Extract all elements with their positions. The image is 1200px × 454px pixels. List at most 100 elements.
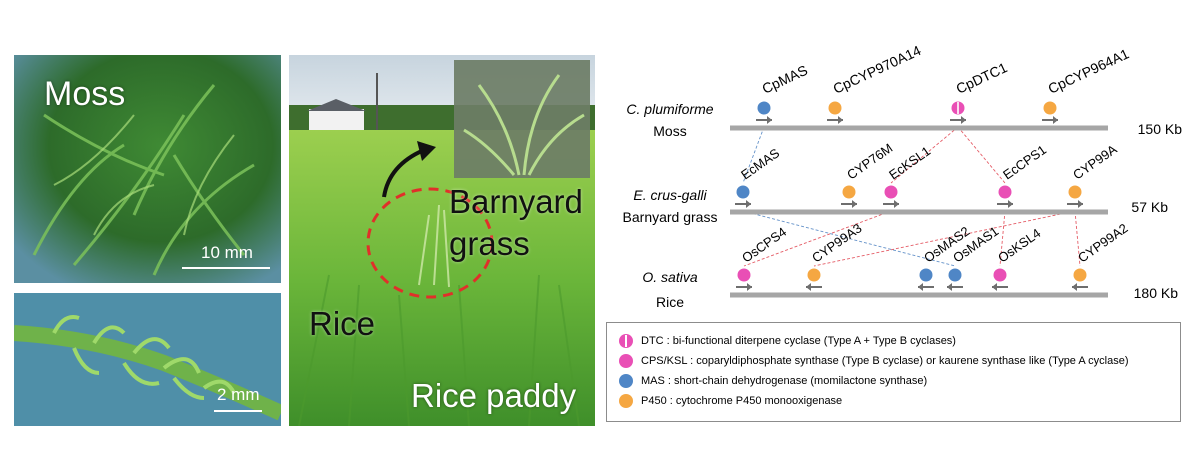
gene-label: CYP99A xyxy=(1070,141,1120,182)
arrow-head-icon xyxy=(992,283,997,291)
arrow-head-icon xyxy=(947,283,952,291)
synteny-link xyxy=(957,126,1006,184)
gene-label: EcKSL1 xyxy=(886,143,933,182)
moss-closeup-photo: 2 mm xyxy=(14,293,281,426)
mas-dot-icon xyxy=(619,374,633,388)
legend-text-mas: MAS : short-chain dehydrogenase (momilac… xyxy=(641,375,928,387)
gene-dot-icon xyxy=(842,185,856,199)
gene-dot-icon xyxy=(737,268,751,282)
rice-label: Rice xyxy=(309,305,376,342)
gene-dot-icon xyxy=(1073,268,1087,282)
gene-label: CYP99A3 xyxy=(809,220,864,265)
cluster-size: 180 Kb xyxy=(1134,285,1179,301)
gene-cpcyp970a14: CpCYP970A14 xyxy=(827,42,924,124)
moss-photo: Moss 10 mm xyxy=(14,55,281,283)
legend-text-dtc: DTC : bi-functional diterpene cyclase (T… xyxy=(641,335,956,347)
species-name: O. sativa xyxy=(642,269,697,285)
species-name: E. crus-galli xyxy=(633,187,707,203)
legend-item-mas: MAS : short-chain dehydrogenase (momilac… xyxy=(619,371,1180,391)
p450-dot-icon xyxy=(619,394,633,408)
arrow-head-icon xyxy=(894,200,899,208)
gene-dot-icon xyxy=(1068,185,1082,199)
gene-dot-icon xyxy=(919,268,933,282)
gene-cpmas: CpMAS xyxy=(756,62,810,124)
species-name: C. plumiforme xyxy=(626,101,713,117)
gene-dot-icon xyxy=(1043,101,1057,115)
synteny-link xyxy=(999,210,1006,267)
moss-scale-bar xyxy=(182,267,270,269)
gene-oscps4: OsCPS4 xyxy=(736,224,789,291)
synteny-link xyxy=(742,210,956,267)
arrow-head-icon xyxy=(746,200,751,208)
gene-cpdtc1: CpDTC1 xyxy=(950,59,1010,124)
cluster-size: 57 Kb xyxy=(1131,199,1168,215)
gene-label: CpCYP970A14 xyxy=(831,42,924,97)
arrow-head-icon xyxy=(918,283,923,291)
arrow-head-icon xyxy=(1008,200,1013,208)
gene-label: EcMAS xyxy=(738,145,782,182)
gene-dot-icon xyxy=(948,268,962,282)
gene-dot-icon xyxy=(807,268,821,282)
synteny-link xyxy=(1074,210,1081,267)
gene-cyp99a: CYP99A xyxy=(1067,141,1120,208)
gene-label: EcCPS1 xyxy=(1000,142,1049,182)
gene-label: CpCYP964A1 xyxy=(1046,45,1132,96)
moss-closeup-scale-bar xyxy=(214,410,262,412)
arrow-head-icon xyxy=(747,283,752,291)
arrow-head-icon xyxy=(852,200,857,208)
legend-text-cps-ksl: CPS/KSL : coparyldiphosphate synthase (T… xyxy=(641,355,1129,367)
gene-cyp76m: CYP76M xyxy=(841,140,895,208)
dtc-dot-icon xyxy=(619,334,633,348)
legend-item-p450: P450 : cytochrome P450 monooxigenase xyxy=(619,391,1180,411)
barnyard-label-line2: grass xyxy=(449,225,530,262)
synteny-link xyxy=(890,126,959,184)
gene-label: CYP76M xyxy=(844,140,895,182)
moss-closeup-image xyxy=(14,293,281,426)
cluster-size: 150 Kb xyxy=(1138,121,1183,137)
gene-label: OsKSL4 xyxy=(995,225,1043,265)
species-common-name: Moss xyxy=(653,123,686,139)
gene-label: CpDTC1 xyxy=(954,59,1010,97)
barnyard-label-line1: Barnyard xyxy=(449,183,583,220)
gene-dot-icon xyxy=(993,268,1007,282)
moss-scale-label: 10 mm xyxy=(201,243,253,262)
legend-item-dtc: DTC : bi-functional diterpene cyclase (T… xyxy=(619,331,1180,351)
gene-eccps1: EcCPS1 xyxy=(997,142,1049,208)
arrow-head-icon xyxy=(961,116,966,124)
moss-photo-image xyxy=(14,55,281,283)
arrow-head-icon xyxy=(806,283,811,291)
arrow-head-icon xyxy=(767,116,772,124)
gene-dot-icon xyxy=(884,185,898,199)
gene-label: OsCPS4 xyxy=(739,224,789,265)
legend-item-cps-ksl: CPS/KSL : coparyldiphosphate synthase (T… xyxy=(619,351,1180,371)
gene-label: CYP99A2 xyxy=(1075,220,1130,265)
arrow-head-icon xyxy=(1072,283,1077,291)
moss-label: Moss xyxy=(44,75,126,113)
rice-paddy-label: Rice paddy xyxy=(411,377,577,414)
moss-closeup-scale-label: 2 mm xyxy=(217,385,260,404)
gene-label: CpMAS xyxy=(760,62,810,97)
gene-cyp99a2: CYP99A2 xyxy=(1072,220,1130,291)
legend-text-p450: P450 : cytochrome P450 monooxigenase xyxy=(641,395,843,407)
gene-dot-icon xyxy=(828,101,842,115)
cps-ksl-dot-icon xyxy=(619,354,633,368)
arrow-head-icon xyxy=(838,116,843,124)
gene-dot-icon xyxy=(998,185,1012,199)
gene-ecmas: EcMAS xyxy=(735,145,782,208)
synteny-links xyxy=(742,126,1081,267)
gene-dot-icon xyxy=(757,101,771,115)
legend: DTC : bi-functional diterpene cyclase (T… xyxy=(606,322,1181,422)
gene-dot-icon xyxy=(736,185,750,199)
synteny-link xyxy=(813,210,1076,267)
gene-cyp99a3: CYP99A3 xyxy=(806,220,864,291)
rice-paddy-image xyxy=(289,55,595,426)
gene-cpcyp964a1: CpCYP964A1 xyxy=(1042,45,1131,124)
species-common-name: Barnyard grass xyxy=(623,209,718,225)
species-common-name: Rice xyxy=(656,294,684,310)
arrow-head-icon xyxy=(1053,116,1058,124)
rice-paddy-photo: Barnyard grass Rice Rice paddy xyxy=(289,55,595,426)
synteny-link xyxy=(743,210,892,267)
